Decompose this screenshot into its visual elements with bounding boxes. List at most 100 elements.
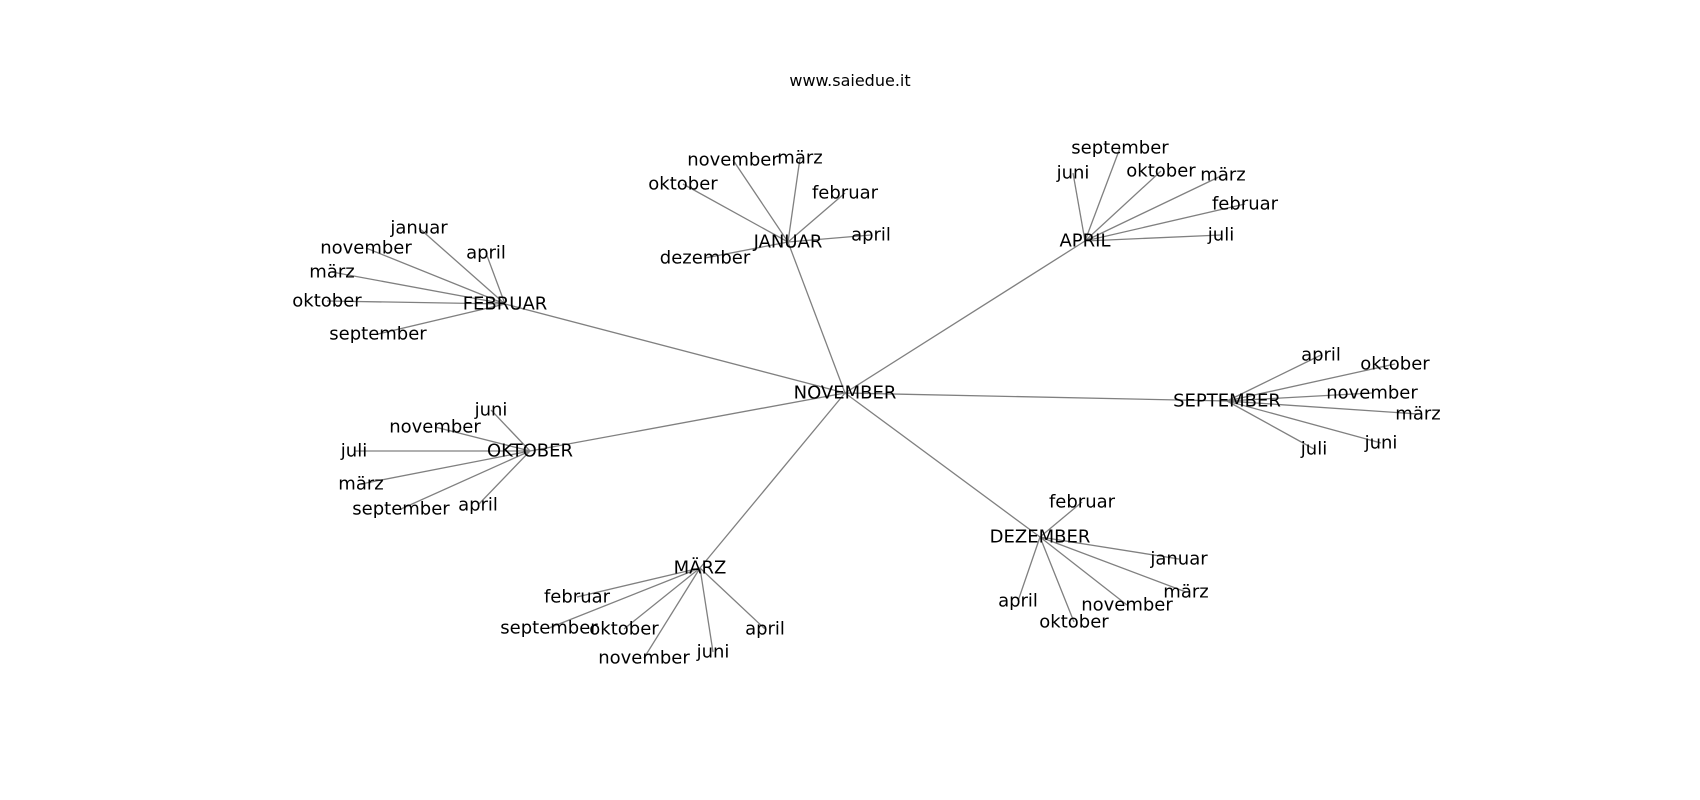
edge-september-leaf-5 <box>1226 400 1315 450</box>
edge-dezember-leaf-2 <box>1039 536 1187 593</box>
edge-center-april <box>844 240 1086 394</box>
edge-februar-leaf-4 <box>418 227 506 305</box>
edge-dezember-leaf-1 <box>1039 536 1180 560</box>
node-leaf-januar-3: märz <box>777 148 822 169</box>
edge-dezember-leaf-4 <box>1039 536 1075 623</box>
node-hub-dezember: DEZEMBER <box>990 527 1091 548</box>
node-leaf-februar-4: januar <box>389 218 448 239</box>
edge-april-leaf-0 <box>1084 234 1222 242</box>
node-leaf-april-0: juli <box>1207 225 1234 246</box>
node-leaf-september-3: märz <box>1395 404 1440 425</box>
node-leaf-februar-1: oktober <box>292 291 362 312</box>
watermark-text: www.saiedue.it <box>789 71 911 90</box>
edge-januar-leaf-4 <box>732 159 789 243</box>
node-leaf-dezember-1: januar <box>1149 549 1208 570</box>
node-leaf-dezember-0: februar <box>1049 492 1116 513</box>
node-leaf-oktober-3: märz <box>338 474 383 495</box>
edge-maerz-leaf-0 <box>576 567 701 598</box>
node-leaf-maerz-4: juni <box>696 642 730 663</box>
edge-september-leaf-0 <box>1226 354 1322 402</box>
edge-januar-leaf-0 <box>704 241 789 259</box>
node-leaf-maerz-0: februar <box>544 587 611 608</box>
edge-oktober-leaf-1 <box>434 426 531 452</box>
node-leaf-april-1: februar <box>1212 194 1279 215</box>
node-leaf-maerz-3: november <box>598 648 690 669</box>
node-leaf-februar-5: april <box>466 243 506 264</box>
edge-center-februar <box>504 303 846 394</box>
edge-maerz-leaf-4 <box>699 567 714 653</box>
node-leaf-januar-1: april <box>851 225 891 246</box>
edge-april-leaf-5 <box>1072 172 1086 242</box>
edge-februar-leaf-5 <box>485 252 506 305</box>
edge-maerz-leaf-2 <box>623 567 701 630</box>
node-leaf-april-5: juni <box>1056 163 1090 184</box>
node-hub-april: APRIL <box>1059 231 1110 252</box>
node-leaf-februar-2: märz <box>309 262 354 283</box>
edge-april-leaf-1 <box>1084 203 1246 242</box>
node-leaf-oktober-5: april <box>458 495 498 516</box>
node-leaf-oktober-0: juni <box>474 400 508 421</box>
node-leaf-januar-0: dezember <box>660 248 751 269</box>
edge-april-leaf-2 <box>1084 174 1224 242</box>
node-leaf-september-5: juli <box>1300 439 1327 460</box>
node-leaf-januar-5: oktober <box>648 174 718 195</box>
edge-dezember-leaf-3 <box>1039 536 1128 606</box>
node-center-november: NOVEMBER <box>794 383 897 404</box>
edge-februar-leaf-1 <box>326 300 506 305</box>
node-hub-maerz: MÄRZ <box>674 558 727 579</box>
node-hub-september: SEPTEMBER <box>1173 391 1281 412</box>
node-leaf-februar-0: september <box>329 324 427 345</box>
edge-februar-leaf-3 <box>365 247 506 305</box>
edge-januar-leaf-2 <box>787 192 846 243</box>
node-leaf-september-1: oktober <box>1360 354 1430 375</box>
node-leaf-dezember-4: oktober <box>1039 612 1109 633</box>
node-hub-oktober: OKTOBER <box>487 441 573 462</box>
edge-januar-leaf-1 <box>787 234 872 243</box>
edge-september-leaf-2 <box>1226 392 1373 402</box>
node-leaf-maerz-1: september <box>500 618 598 639</box>
edge-januar-leaf-5 <box>682 183 789 243</box>
node-leaf-april-2: märz <box>1200 165 1245 186</box>
node-leaf-maerz-5: april <box>745 619 785 640</box>
node-leaf-september-2: november <box>1326 383 1418 404</box>
node-leaf-januar-2: februar <box>812 183 879 204</box>
edge-dezember-leaf-5 <box>1017 536 1041 602</box>
edge-center-dezember <box>844 392 1041 538</box>
edge-maerz-leaf-1 <box>548 567 701 629</box>
node-leaf-dezember-5: april <box>998 591 1038 612</box>
edge-april-leaf-3 <box>1084 170 1162 242</box>
node-leaf-september-4: juni <box>1364 433 1398 454</box>
edge-oktober-leaf-4 <box>400 450 531 510</box>
node-leaf-februar-3: november <box>320 238 412 259</box>
node-leaf-oktober-4: september <box>352 499 450 520</box>
edge-september-leaf-3 <box>1226 400 1419 415</box>
edge-februar-leaf-0 <box>377 303 506 335</box>
edge-maerz-leaf-5 <box>699 567 766 630</box>
node-leaf-oktober-2: juli <box>340 441 367 462</box>
node-leaf-dezember-2: märz <box>1163 582 1208 603</box>
node-leaf-oktober-1: november <box>389 417 481 438</box>
edge-september-leaf-1 <box>1226 363 1396 402</box>
edge-oktober-leaf-3 <box>360 450 531 485</box>
node-leaf-januar-4: november <box>687 150 779 171</box>
edge-september-leaf-4 <box>1226 400 1382 444</box>
node-hub-februar: FEBRUAR <box>463 294 548 315</box>
edge-oktober-leaf-5 <box>477 450 531 506</box>
node-leaf-maerz-2: oktober <box>589 619 659 640</box>
node-hub-januar: JANUAR <box>753 232 823 253</box>
edge-center-maerz <box>699 392 846 569</box>
node-leaf-april-3: oktober <box>1126 161 1196 182</box>
edge-april-leaf-4 <box>1084 147 1121 242</box>
node-leaf-september-0: april <box>1301 345 1341 366</box>
edge-oktober-leaf-0 <box>490 409 531 452</box>
labels-layer: NOVEMBERJANUARdezemberaprilfebruarmärzno… <box>292 138 1440 669</box>
edge-center-september <box>844 392 1228 402</box>
node-leaf-dezember-3: november <box>1081 595 1173 616</box>
edge-dezember-leaf-0 <box>1039 501 1083 538</box>
edge-center-januar <box>787 241 846 394</box>
edge-maerz-leaf-3 <box>643 567 701 659</box>
edges-layer <box>326 147 1419 659</box>
edge-center-oktober <box>529 392 846 452</box>
edge-januar-leaf-3 <box>787 157 801 243</box>
